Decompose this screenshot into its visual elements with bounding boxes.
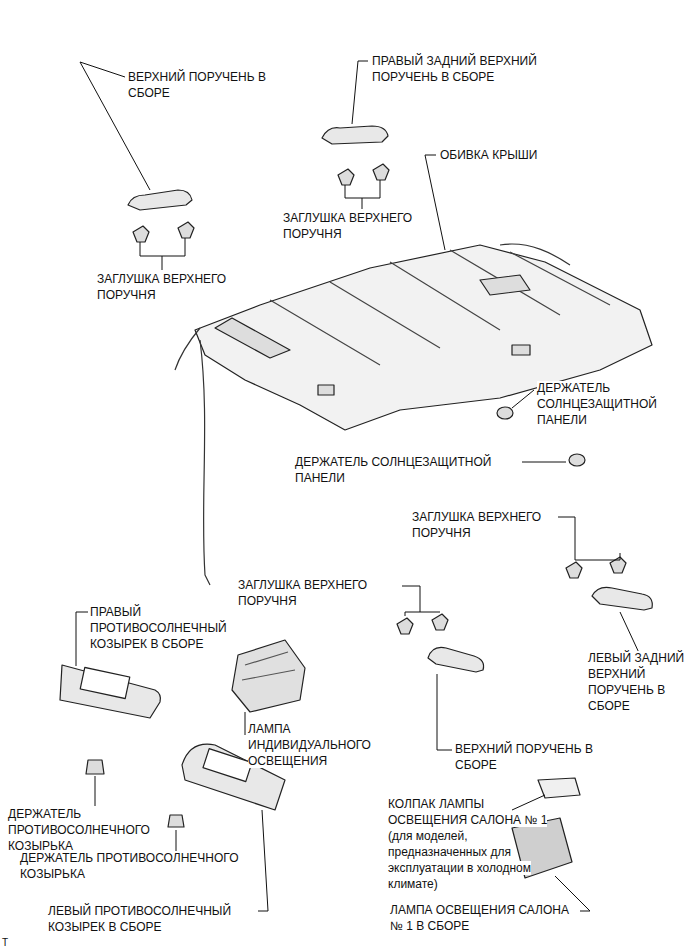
- part-label: ДЕРЖАТЕЛЬ ПРОТИВОСОЛНЕЧНОГО КОЗЫРЬКА: [8, 806, 168, 854]
- part-label-text: T: [2, 937, 8, 948]
- part-label-text: ЛЕВЫЙ ПРОТИВОСОЛНЕЧНЫЙ КОЗЫРЕК В СБОРЕ: [48, 904, 231, 934]
- part-label-text: ДЕРЖАТЕЛЬ ПРОТИВОСОЛНЕЧНОГО КОЗЫРЬКА: [8, 807, 150, 853]
- part-label-text: ДЕРЖАТЕЛЬ СОЛНЦЕЗАЩИТНОЙ ПАНЕЛИ: [537, 381, 657, 427]
- part-label: ОБИВКА КРЫШИ: [440, 147, 580, 163]
- part-label-text: ЗАГЛУШКА ВЕРХНЕГО ПОРУЧНЯ: [412, 510, 541, 540]
- part-label-text: ЗАГЛУШКА ВЕРХНЕГО ПОРУЧНЯ: [283, 211, 412, 241]
- part-label-text: ОБИВКА КРЫШИ: [440, 148, 537, 162]
- part-label: ЗАГЛУШКА ВЕРХНЕГО ПОРУЧНЯ: [238, 577, 398, 609]
- part-label: T: [2, 937, 14, 949]
- part-label: ЗАГЛУШКА ВЕРХНЕГО ПОРУЧНЯ: [97, 271, 257, 303]
- part-label: ЛЕВЫЙ ЗАДНИЙ ВЕРХНИЙ ПОРУЧЕНЬ В СБОРЕ: [588, 650, 688, 714]
- part-label: КОЛПАК ЛАМПЫ ОСВЕЩЕНИЯ САЛОНА № 1 (для м…: [388, 796, 558, 892]
- part-label-text: ПРАВЫЙ ПРОТИВОСОЛНЕЧНЫЙ КОЗЫРЕК В СБОРЕ: [90, 605, 227, 651]
- part-label-text: КОЛПАК ЛАМПЫ ОСВЕЩЕНИЯ САЛОНА № 1 (для м…: [388, 797, 547, 891]
- part-label: ПРАВЫЙ ПРОТИВОСОЛНЕЧНЫЙ КОЗЫРЕК В СБОРЕ: [90, 604, 250, 652]
- part-label-text: ВЕРХНИЙ ПОРУЧЕНЬ В СБОРЕ: [455, 742, 593, 772]
- part-label: ЛАМПА ИНДИВИДУАЛЬНОГО ОСВЕЩЕНИЯ: [248, 721, 373, 769]
- part-label-text: ДЕРЖАТЕЛЬ ПРОТИВОСОЛНЕЧНОГО КОЗЫРЬКА: [20, 851, 238, 881]
- part-label-text: ЛАМПА ОСВЕЩЕНИЯ САЛОНА № 1 В СБОРЕ: [390, 903, 569, 933]
- part-label: ДЕРЖАТЕЛЬ СОЛНЦЕЗАЩИТНОЙ ПАНЕЛИ: [295, 454, 525, 486]
- part-label-text: ВЕРХНИЙ ПОРУЧЕНЬ В СБОРЕ: [128, 70, 266, 100]
- part-label-text: ЛЕВЫЙ ЗАДНИЙ ВЕРХНИЙ ПОРУЧЕНЬ В СБОРЕ: [588, 651, 684, 713]
- part-label-text: ЗАГЛУШКА ВЕРХНЕГО ПОРУЧНЯ: [238, 578, 367, 608]
- part-label: ЛАМПА ОСВЕЩЕНИЯ САЛОНА № 1 В СБОРЕ: [390, 902, 580, 934]
- part-label-text: ПРАВЫЙ ЗАДНИЙ ВЕРХНИЙ ПОРУЧЕНЬ В СБОРЕ: [372, 54, 537, 84]
- part-label: ВЕРХНИЙ ПОРУЧЕНЬ В СБОРЕ: [128, 69, 293, 101]
- part-label: ЛЕВЫЙ ПРОТИВОСОЛНЕЧНЫЙ КОЗЫРЕК В СБОРЕ: [48, 903, 260, 935]
- part-label: ЗАГЛУШКА ВЕРХНЕГО ПОРУЧНЯ: [412, 509, 562, 541]
- part-label: ПРАВЫЙ ЗАДНИЙ ВЕРХНИЙ ПОРУЧЕНЬ В СБОРЕ: [372, 53, 567, 85]
- part-label: ЗАГЛУШКА ВЕРХНЕГО ПОРУЧНЯ: [283, 210, 443, 242]
- part-label-text: ЗАГЛУШКА ВЕРХНЕГО ПОРУЧНЯ: [97, 272, 226, 302]
- part-label: ДЕРЖАТЕЛЬ ПРОТИВОСОЛНЕЧНОГО КОЗЫРЬКА: [20, 850, 270, 882]
- part-label: ДЕРЖАТЕЛЬ СОЛНЦЕЗАЩИТНОЙ ПАНЕЛИ: [537, 380, 662, 428]
- part-label-text: ЛАМПА ИНДИВИДУАЛЬНОГО ОСВЕЩЕНИЯ: [248, 722, 371, 768]
- part-label-text: ДЕРЖАТЕЛЬ СОЛНЦЕЗАЩИТНОЙ ПАНЕЛИ: [295, 455, 491, 485]
- part-label: ВЕРХНИЙ ПОРУЧЕНЬ В СБОРЕ: [455, 741, 620, 773]
